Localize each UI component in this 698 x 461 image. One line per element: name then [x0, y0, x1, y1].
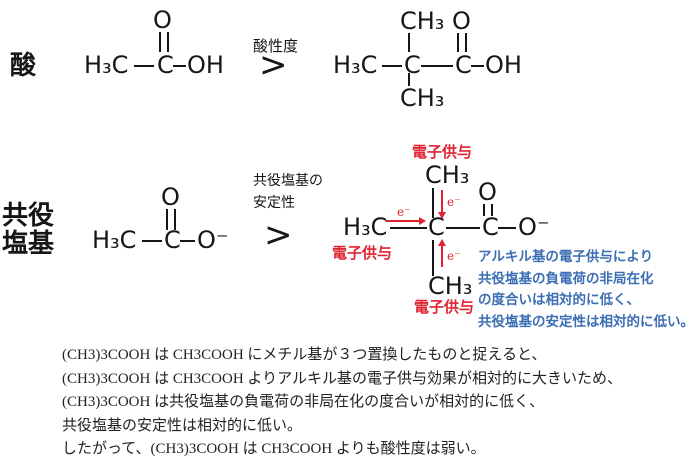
- single-bond: [390, 227, 427, 229]
- electron-arrow-up-head: [438, 239, 446, 246]
- single-bond: [421, 65, 453, 67]
- single-bond: [432, 240, 434, 276]
- pivalate-methyl-bottom: CH₃: [428, 272, 473, 300]
- stability-caption-line2: 安定性: [253, 196, 295, 211]
- stability-caption-line1: 共役塩基の: [253, 174, 323, 189]
- footer-line: (CH3)3COOH は CH3COOH にメチル基が３つ置換したものと捉えると…: [62, 347, 547, 363]
- pivalic-acid-methyl-bottom: CH₃: [400, 84, 445, 112]
- double-bond-line: [491, 204, 493, 216]
- single-bond: [408, 73, 410, 86]
- pivalic-acid-carbonyl-oxygen: O: [452, 7, 471, 35]
- acid-row-label: 酸: [10, 51, 37, 80]
- footer-line: したがって、(CH3)3COOH は CH3COOH よりも酸性度は弱い。: [62, 441, 486, 457]
- single-bond: [173, 65, 186, 67]
- double-bond-line: [457, 33, 459, 52]
- single-bond: [471, 65, 484, 67]
- double-bond-line: [167, 32, 169, 52]
- pivalic-acid-methyl-top: CH₃: [400, 7, 445, 35]
- acidity-caption: 酸性度: [253, 39, 299, 55]
- acetate-carboxyl-carbon: C: [164, 226, 181, 254]
- acetic-acid-carbonyl-oxygen: O: [153, 6, 172, 34]
- electron-donation-label-left: 電子供与: [332, 246, 393, 262]
- electron-label-left: e⁻: [397, 205, 411, 219]
- single-bond: [180, 240, 195, 242]
- electron-label-bottom: e⁻: [447, 249, 461, 263]
- double-bond-line: [166, 209, 168, 230]
- acetate-carbonyl-oxygen: O: [161, 183, 180, 211]
- electron-arrow-right-head: [419, 217, 426, 225]
- single-bond: [408, 33, 410, 52]
- pivalic-acid-central-carbon: C: [404, 51, 421, 79]
- single-bond: [446, 227, 480, 229]
- acetic-acid-methyl: H₃C: [84, 51, 129, 79]
- pivalate-oxide-anion: O⁻: [518, 213, 550, 241]
- single-bond: [432, 188, 434, 218]
- pivalic-acid-hydroxyl: OH: [485, 51, 522, 79]
- blue-note-line: の度合いは相対的に低く、: [478, 292, 640, 307]
- acetic-acid-carboxyl-carbon: C: [157, 51, 174, 79]
- electron-arrow-down-line: [441, 190, 443, 212]
- pivalic-acid-methyl-left: H₃C: [333, 51, 378, 79]
- footer-explanation: (CH3)3COOH は CH3COOH にメチル基が３つ置換したものと捉えると…: [62, 344, 622, 461]
- double-bond-line: [483, 204, 485, 216]
- double-bond-line: [465, 33, 467, 52]
- pivalate-carboxyl-carbon: C: [482, 213, 499, 241]
- acetate-oxide-anion: O⁻: [197, 226, 229, 254]
- double-bond-line: [159, 32, 161, 52]
- blue-note-line: アルキル基の電子供与により: [478, 249, 654, 264]
- greater-than-stability: >: [264, 215, 293, 255]
- pivalate-carbonyl-oxygen: O: [478, 178, 497, 206]
- single-bond: [382, 65, 402, 67]
- pivalate-methyl-left: H₃C: [343, 213, 388, 241]
- blue-note: アルキル基の電子供与により 共役塩基の負電荷の非局在化 の度合いは相対的に低く、…: [478, 246, 694, 332]
- footer-line: (CH3)3COOH は共役塩基の負電荷の非局在化の度合いが相対的に低く、: [62, 394, 545, 410]
- footer-line: 共役塩基の安定性は相対的に低い。: [62, 417, 303, 434]
- electron-arrow-up-line: [441, 246, 443, 267]
- pivalic-acid-carboxyl-carbon: C: [455, 51, 472, 79]
- single-bond: [134, 65, 154, 67]
- electron-donation-label-bottom: 電子供与: [414, 300, 475, 316]
- blue-note-line: 共役塩基の負電荷の非局在化: [478, 270, 654, 286]
- acetic-acid-hydroxyl: OH: [187, 51, 224, 79]
- electron-label-top: e⁻: [447, 195, 461, 209]
- single-bond: [142, 240, 162, 242]
- conjugate-base-label-line1: 共役: [2, 201, 55, 230]
- double-bond-line: [174, 209, 176, 230]
- conjugate-base-label-line2: 塩基: [2, 229, 55, 258]
- pivalate-central-carbon: C: [428, 213, 445, 241]
- electron-donation-label-top: 電子供与: [412, 145, 473, 161]
- electron-arrow-right-line: [386, 220, 419, 222]
- footer-line: (CH3)3COOH は CH3COOH よりアルキル基の電子供与効果が相対的に…: [62, 370, 622, 387]
- electron-arrow-down-head: [438, 212, 446, 219]
- single-bond: [498, 227, 516, 229]
- pivalate-methyl-top: CH₃: [425, 161, 470, 189]
- greater-than-acidity: >: [259, 45, 288, 85]
- acetate-methyl: H₃C: [92, 226, 137, 254]
- blue-note-line: 共役塩基の安定性は相対的に低い。: [478, 313, 694, 329]
